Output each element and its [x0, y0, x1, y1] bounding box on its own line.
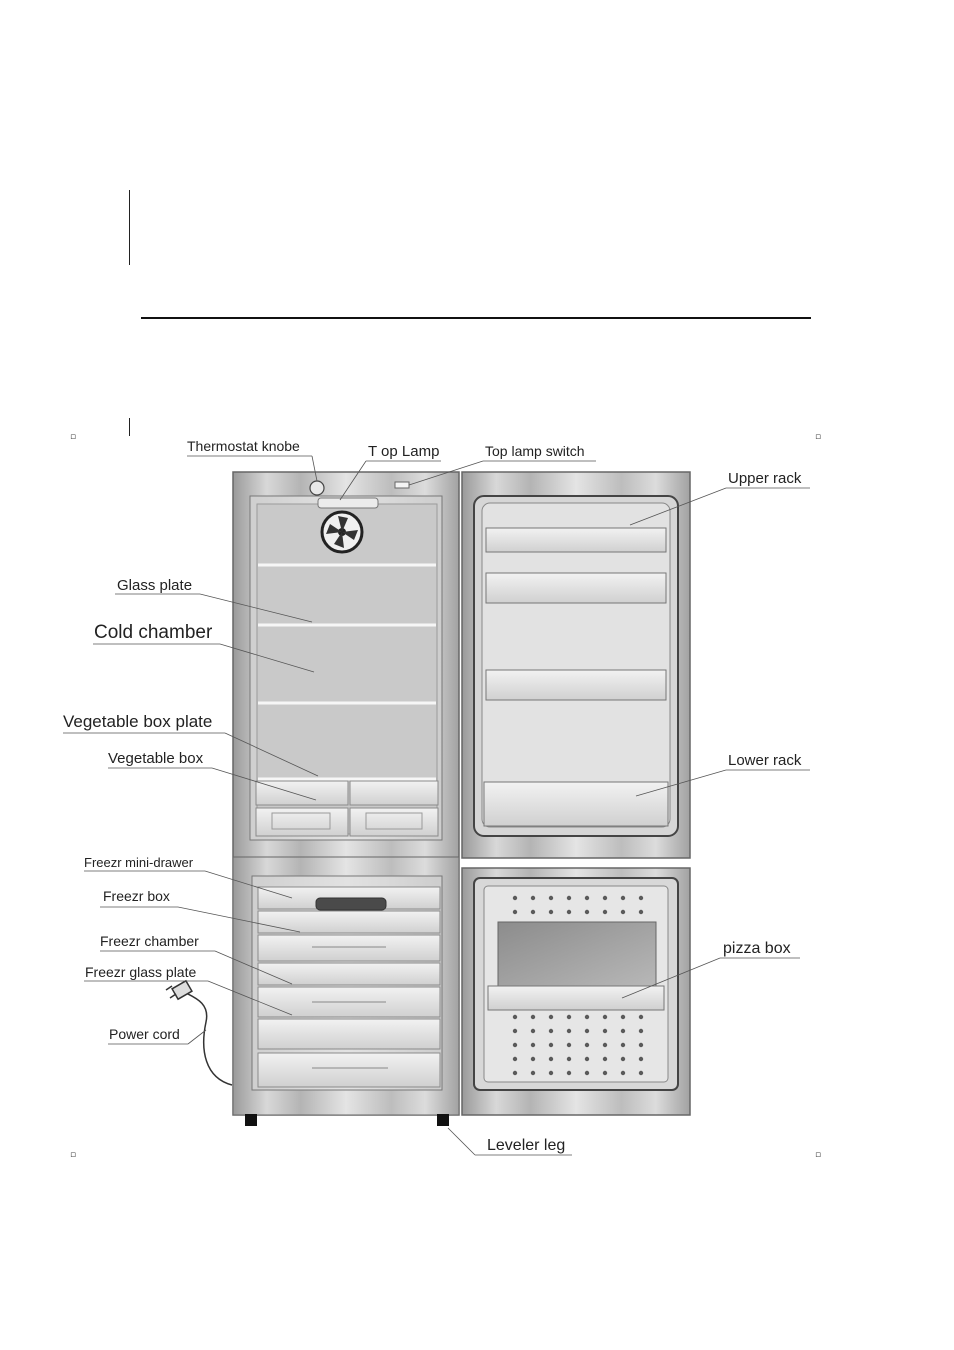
perforation-dot: [620, 1042, 626, 1048]
perforation-dot: [530, 1070, 536, 1076]
perforation-dot: [602, 1014, 608, 1020]
perforation-dot: [584, 909, 590, 915]
horizontal-rule: [141, 317, 811, 319]
perforation-dot: [512, 895, 518, 901]
label-cold-chamber: Cold chamber: [94, 622, 213, 643]
perforation-dot: [584, 1028, 590, 1034]
perforation-dot: [638, 1042, 644, 1048]
label-top-lamp-switch: Top lamp switch: [485, 443, 585, 459]
perforation-dot: [620, 1056, 626, 1062]
perforation-dot: [620, 1014, 626, 1020]
perforation-dot: [512, 909, 518, 915]
perforation-dot: [548, 909, 554, 915]
corner-mark-top-right: ▫: [815, 432, 822, 442]
top-lamp: [317, 497, 379, 509]
perforation-dot: [566, 1014, 572, 1020]
perforation-dot: [530, 909, 536, 915]
label-pizza-box: pizza box: [723, 940, 791, 957]
perforation-dot: [530, 1028, 536, 1034]
power-cord: [165, 979, 233, 1086]
margin-bar-bottom: [129, 418, 130, 436]
perforation-dot: [584, 1042, 590, 1048]
perforation-dot: [602, 1070, 608, 1076]
top-lamp-switch: [394, 481, 410, 489]
perforation-dot: [584, 1070, 590, 1076]
perforation-dot: [512, 1056, 518, 1062]
freezer-door: [461, 867, 691, 1116]
perforation-dot: [530, 895, 536, 901]
perforation-dot: [620, 1028, 626, 1034]
label-top-lamp: T op Lamp: [368, 443, 439, 460]
label-freezer-glass-plate: Freezr glass plate: [85, 964, 196, 980]
vegetable-boxes: [255, 780, 439, 837]
perforation-dot: [584, 895, 590, 901]
label-glass-plate: Glass plate: [117, 577, 192, 594]
perforation-dot: [566, 895, 572, 901]
leader-lines: [63, 455, 810, 1156]
perforation-dot: [602, 895, 608, 901]
perforation-dot: [620, 909, 626, 915]
perforation-dot: [548, 1028, 554, 1034]
thermostat-knob: [309, 480, 325, 496]
label-upper-rack: Upper rack: [728, 470, 802, 487]
perforation-dot: [638, 895, 644, 901]
margin-bar-top: [129, 190, 130, 265]
perforation-dot: [620, 1070, 626, 1076]
label-vegetable-box: Vegetable box: [108, 750, 204, 767]
perforation-dot: [584, 1056, 590, 1062]
perforation-dot: [602, 1028, 608, 1034]
label-thermostat-knob: Thermostat knobe: [187, 438, 300, 454]
perforation-dot: [530, 1014, 536, 1020]
perforation-dot: [566, 1028, 572, 1034]
perforation-dot: [602, 1042, 608, 1048]
perforation-dot: [512, 1014, 518, 1020]
perforation-dot: [548, 1056, 554, 1062]
perforation-dot: [512, 1028, 518, 1034]
perforation-dot: [638, 1014, 644, 1020]
corner-mark-bottom-left: ▫: [70, 1150, 77, 1160]
perforation-dot: [602, 909, 608, 915]
leveler-legs: [245, 1114, 449, 1126]
perforation-dot: [512, 1070, 518, 1076]
corner-mark-bottom-right: ▫: [815, 1150, 822, 1160]
perforation-dot: [548, 1014, 554, 1020]
corner-mark-top-left: ▫: [70, 432, 77, 442]
perforation-dot: [638, 1056, 644, 1062]
label-freezer-mini-drawer: Freezr mini-drawer: [84, 855, 194, 870]
fan-icon: [320, 510, 364, 554]
perforation-dot: [548, 895, 554, 901]
label-leveler-leg: Leveler leg: [487, 1137, 565, 1154]
perforation-dot: [512, 1042, 518, 1048]
label-vegetable-box-plate: Vegetable box plate: [63, 712, 212, 731]
perforation-dot: [638, 1028, 644, 1034]
perforation-dot: [566, 1056, 572, 1062]
perforation-dot: [548, 1070, 554, 1076]
label-freezer-chamber: Freezr chamber: [100, 933, 199, 949]
glass-shelves: [258, 563, 436, 781]
perforation-dot: [530, 1042, 536, 1048]
perforation-dot: [566, 1070, 572, 1076]
perforation-dot: [620, 895, 626, 901]
perforation-dot: [548, 1042, 554, 1048]
label-lower-rack: Lower rack: [728, 752, 802, 769]
perforation-dot: [566, 909, 572, 915]
freezer-drawers: [257, 886, 441, 1088]
perforation-dot: [638, 1070, 644, 1076]
label-power-cord: Power cord: [109, 1026, 180, 1042]
perforation-dot: [566, 1042, 572, 1048]
label-freezer-box: Freezr box: [103, 888, 170, 904]
perforation-dot: [530, 1056, 536, 1062]
perforation-dot: [602, 1056, 608, 1062]
fridge-door: [461, 471, 691, 859]
perforation-dot: [638, 909, 644, 915]
perforation-dot: [584, 1014, 590, 1020]
